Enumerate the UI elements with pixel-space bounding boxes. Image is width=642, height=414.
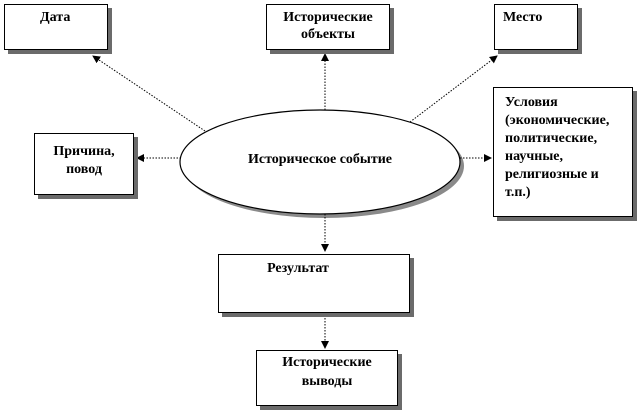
date-box xyxy=(4,4,108,50)
conditions-label-line1: Условия xyxy=(505,95,558,110)
conditions-label-line5: религиозные и xyxy=(505,167,599,182)
result-label: Результат xyxy=(267,261,329,276)
cause-label-line2: повод xyxy=(66,162,102,177)
cause-box xyxy=(34,133,134,195)
conclusions-label-line1: Исторические xyxy=(282,355,372,370)
connector-date xyxy=(92,55,206,132)
historical-objects-label-line1: Исторические xyxy=(283,10,373,25)
result-box xyxy=(218,254,410,313)
place-label: Место xyxy=(503,10,543,25)
connector-place xyxy=(409,55,498,123)
place-box xyxy=(494,4,578,50)
cause-label-line1: Причина, xyxy=(53,144,115,159)
conditions-label-line3: политические, xyxy=(505,131,598,146)
historical-objects-label-line2: объекты xyxy=(301,27,355,42)
date-label: Дата xyxy=(40,10,71,25)
conditions-label-line6: т.п.) xyxy=(505,185,531,200)
center-event-label: Историческое событие xyxy=(247,152,393,167)
conditions-label-line2: (экономические, xyxy=(505,113,610,128)
conditions-label-line4: научные, xyxy=(505,149,563,164)
conclusions-box xyxy=(256,350,398,406)
conclusions-label-line2: выводы xyxy=(301,374,353,389)
historical-objects-box xyxy=(266,4,390,50)
conditions-box xyxy=(493,87,633,217)
center-event-ellipse xyxy=(179,109,461,215)
